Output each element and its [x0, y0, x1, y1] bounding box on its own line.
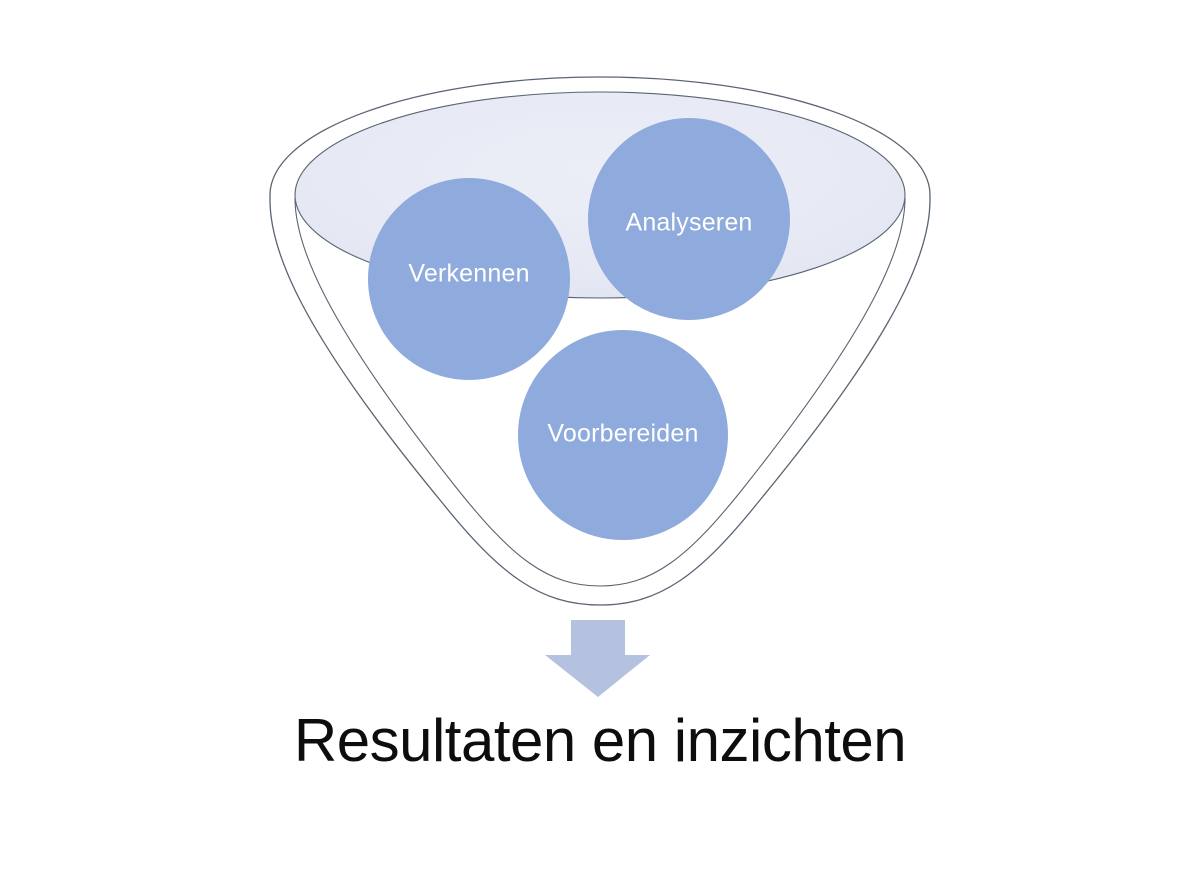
- funnel-node-voorbereiden[interactable]: [518, 330, 728, 540]
- node-label-voorbereiden: Voorbereiden: [547, 420, 698, 448]
- node-label-analyseren: Analyseren: [625, 209, 752, 237]
- funnel-shell: [269, 76, 931, 606]
- funnel-node-analyseren[interactable]: [588, 118, 790, 320]
- node-label-verkennen: Verkennen: [408, 260, 529, 288]
- funnel-nodes: [368, 118, 790, 540]
- node-circle-voorbereiden[interactable]: [518, 330, 728, 540]
- outcome-title: Resultaten en inzichten: [293, 707, 907, 774]
- funnel-inner-wall: [294, 197, 906, 587]
- down-arrow-icon: [545, 620, 650, 697]
- node-circle-verkennen[interactable]: [368, 178, 570, 380]
- funnel-node-verkennen[interactable]: [368, 178, 570, 380]
- node-circle-analyseren[interactable]: [588, 118, 790, 320]
